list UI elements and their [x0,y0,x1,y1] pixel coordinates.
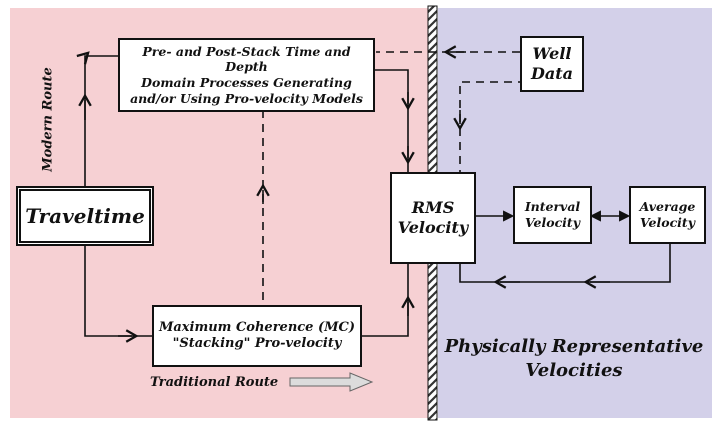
well-to-rms-dashed [459,81,540,172]
traveltime-label: Traveltime [25,203,145,228]
interval-line-2: Velocity [524,215,580,230]
mc-line-1: Maximum Coherence (MC) [158,319,356,335]
average-line-2: Velocity [639,215,695,230]
average-velocity-box: Average Velocity [629,186,706,244]
average-feedback-connector [459,244,671,283]
average-line-1: Average [639,199,696,215]
well-line-2: Data [531,64,573,83]
process-line-1: Pre- and Post-Stack Time and Depth [142,43,351,75]
pre-post-stack-process-box: Pre- and Post-Stack Time and Depth Domai… [118,38,375,112]
rms-velocity-box: RMS Velocity [390,172,476,264]
interval-line-1: Interval [524,199,581,215]
interval-velocity-box: Interval Velocity [513,186,592,244]
well-line-1: Well [532,44,572,63]
process-line-3: and/or Using Pro-velocity Models [130,90,363,106]
physically-line-2: Velocities [525,360,623,382]
physically-representative-label: Physically Representative Velocities [440,335,708,384]
traveltime-box: Traveltime [16,186,154,246]
mc-line-2: "Stacking" Pro-velocity [172,336,342,351]
max-coherence-box: Maximum Coherence (MC) "Stacking" Pro-ve… [152,305,362,367]
rms-line-1: RMS [411,198,455,217]
traditional-route-connector [84,246,152,337]
top-to-rms-connector [375,69,409,176]
rms-line-2: Velocity [397,218,469,237]
well-data-box: Well Data [520,36,584,92]
modern-route-connector [76,51,118,186]
right-block-arrow-icon [289,372,374,392]
traditional-route-label: Traditional Route [150,375,279,390]
modern-route-label: Modern Route [40,67,56,172]
physically-line-1: Physically Representative [444,336,704,357]
mc-to-rms-connector [362,264,409,337]
process-line-2: Domain Processes Generating [141,75,352,90]
